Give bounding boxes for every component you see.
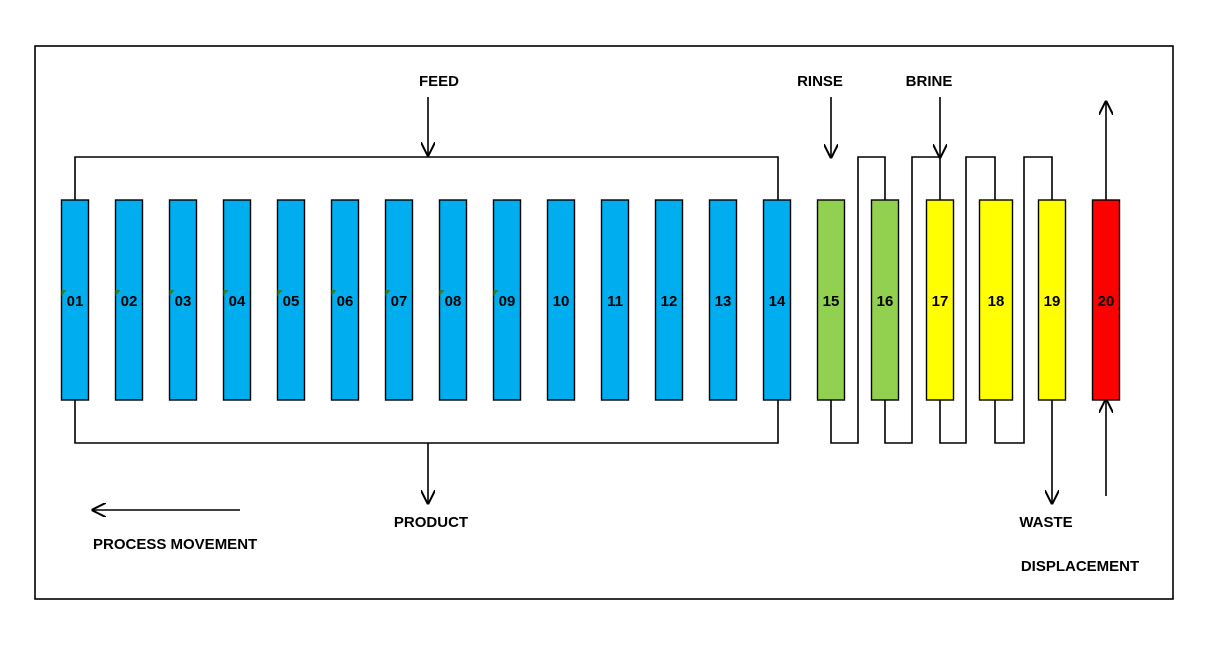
column-19-label: 19 [1044,293,1061,310]
column-02-marker [115,290,121,296]
product-header-line [74,400,779,444]
column-07-label: 07 [391,293,408,310]
column-20 [1091,199,1121,401]
column-02 [114,199,144,401]
column-19 [1037,199,1067,401]
column-06-label: 06 [337,293,354,310]
process-movement-label: PROCESS MOVEMENT [93,536,257,553]
column-10 [546,199,576,401]
column-17 [925,199,955,401]
rinse-label: RINSE [797,73,843,90]
column-08-marker [439,290,445,296]
column-13-label: 13 [715,293,732,310]
column-03-marker [169,290,175,296]
column-03-label: 03 [175,293,192,310]
column-17-label: 17 [932,293,949,310]
column-11-label: 11 [607,293,623,310]
column-16 [870,199,900,401]
column-20-label: 20 [1098,293,1115,310]
connector-15-16 [830,156,886,444]
column-15 [816,199,846,401]
connector-16-17 [884,156,941,444]
column-08-label: 08 [445,293,462,310]
brine-label: BRINE [906,73,953,90]
column-18-label: 18 [988,293,1005,310]
column-07 [384,199,414,401]
displacement-label: DISPLACEMENT [1021,558,1139,575]
column-02-label: 02 [121,293,138,310]
column-10-label: 10 [553,293,570,310]
feed-label: FEED [419,73,459,90]
connector-17-18 [939,156,996,444]
feed-header-line [74,156,779,200]
column-14 [762,199,792,401]
column-01 [60,199,90,401]
column-18 [978,199,1014,401]
column-03 [168,199,198,401]
column-01-marker [61,290,67,296]
column-08 [438,199,468,401]
column-05-label: 05 [283,293,300,310]
column-12-label: 12 [661,293,678,310]
column-04-marker [223,290,229,296]
column-05 [276,199,306,401]
column-12 [654,199,684,401]
column-13 [708,199,738,401]
column-04 [222,199,252,401]
column-05-marker [277,290,283,296]
column-09-label: 09 [499,293,516,310]
column-11 [600,199,630,401]
column-01-label: 01 [67,293,84,310]
column-06-marker [331,290,337,296]
column-09-marker [493,290,499,296]
column-04-label: 04 [229,293,246,310]
column-14-label: 14 [769,293,786,310]
waste-label: WASTE [1019,514,1072,531]
connector-18-19 [994,156,1053,444]
column-09 [492,199,522,401]
column-06 [330,199,360,401]
column-15-label: 15 [823,293,840,310]
product-label: PRODUCT [394,514,468,531]
column-16-label: 16 [877,293,894,310]
column-07-marker [385,290,391,296]
columns-group: 01 02 03 04 05 06 07 08 09 10 11 12 13 14 15 16 17 18 19 20 [60,199,1121,401]
